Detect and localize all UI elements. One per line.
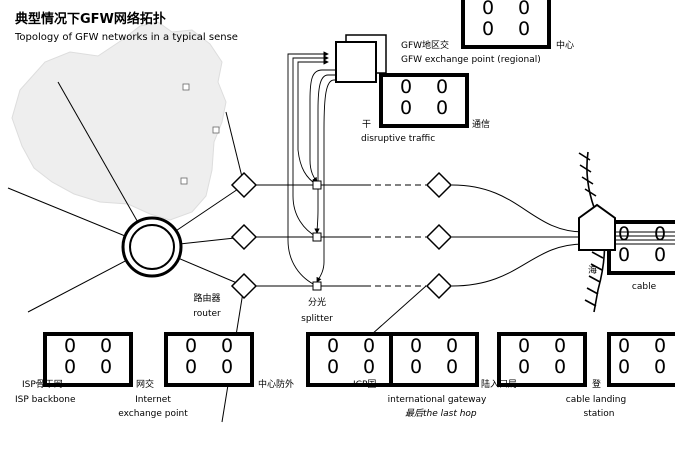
rack-cable (607, 220, 675, 275)
gfw-exchange-label-cn2: 中心 (556, 41, 575, 51)
map-marker-1 (182, 83, 190, 91)
map-marker-2 (212, 126, 220, 134)
title-english: Topology of GFW networks in a typical se… (15, 32, 238, 43)
isp-backbone-label-en: ISP backbone (15, 395, 76, 405)
router-diamonds (230, 171, 258, 300)
ix-label-en1: Internet (135, 395, 171, 405)
router-label-cn: 路由器 (193, 294, 221, 304)
trunk-lines (256, 184, 585, 369)
cable-label-en: cable (631, 282, 657, 292)
title-chinese: 典型情况下GFW网络拓扑 (15, 12, 166, 27)
china-map-shape (11, 21, 227, 221)
datacenter-label-cn: 中心防外 (258, 380, 295, 390)
gateway-label-cn: ICP国 (353, 380, 377, 390)
gfw-exchange-label-cn: GFW地区交 (401, 41, 450, 51)
ix-label-en2: exchange point (118, 409, 188, 419)
undersea-cable (615, 231, 675, 245)
rack-datacenter (306, 332, 396, 387)
gfw-exchange-box (335, 34, 387, 83)
router-label-en: router (193, 309, 221, 319)
landing-label-en1: cable landing (565, 395, 627, 405)
landing-station-house (578, 203, 616, 251)
rack-international-gateway (389, 332, 479, 387)
splitter-label-cn: 分光 (307, 298, 327, 308)
disruptive-label-cn: 干 (362, 120, 372, 130)
cable-label-cn: 海 (588, 266, 598, 276)
rack-isp-backbone (43, 332, 133, 387)
rack-landing-station (607, 332, 675, 387)
splitter-label-en: splitter (301, 314, 333, 324)
last-hop-label-en: the last hop (423, 409, 477, 419)
splitter-taps (287, 51, 336, 287)
rack-internet-exchange (164, 332, 254, 387)
last-hop-label-cn: 最后 (405, 409, 424, 419)
disruptive-label-en: disruptive traffic (361, 134, 436, 144)
core-router (121, 216, 183, 278)
rack-gfw-top (461, 0, 551, 49)
rack-last-hop (497, 332, 587, 387)
rack-disruptive (379, 73, 469, 128)
gfw-exchange-label-en: GFW exchange point (regional) (401, 55, 541, 65)
landing-label-cn1: 陆入口局 (481, 380, 518, 390)
disruptive-label-cn2: 通信 (472, 120, 491, 130)
ix-label-cn: 网交 (136, 380, 155, 390)
gateway-label-en: international gateway (387, 395, 487, 405)
gateway-diamonds (425, 171, 453, 300)
landing-label-cn2: 登 (592, 380, 602, 390)
map-marker-3 (180, 177, 188, 185)
isp-backbone-label-cn: ISP骨干网 (22, 380, 63, 390)
splitter-nodes (312, 180, 322, 291)
landing-label-en2: station (583, 409, 615, 419)
